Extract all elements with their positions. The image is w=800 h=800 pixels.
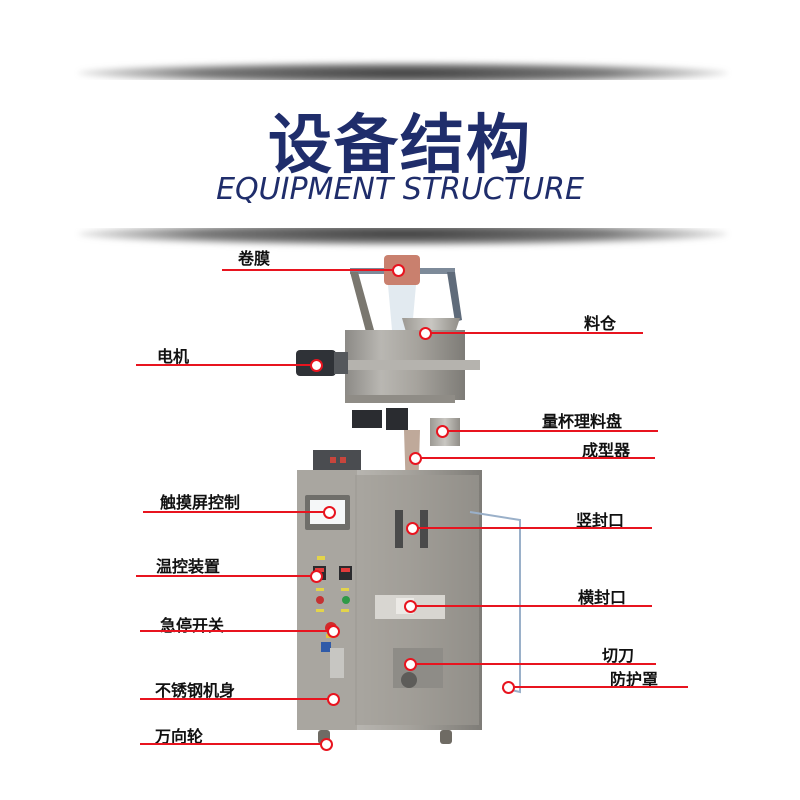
- callout-label-touchscreen: 触摸屏控制: [160, 493, 241, 512]
- callout-label-motor: 电机: [157, 347, 190, 366]
- title-banner: 设备结构 EQUIPMENT STRUCTURE: [62, 80, 738, 228]
- callout-dot-caster-wheel: [320, 738, 333, 751]
- callout-label-caster-wheel: 万向轮: [155, 727, 204, 746]
- callout-line-touchscreen: [143, 511, 328, 513]
- callout-dot-touchscreen: [323, 506, 336, 519]
- callout-line-cutter: [410, 663, 656, 665]
- callout-label-emergency-stop: 急停开关: [160, 616, 225, 635]
- callout-dot-film-roll: [392, 264, 405, 277]
- callout-dot-emergency-stop: [327, 625, 340, 638]
- callout-line-temperature-control: [136, 575, 314, 577]
- callout-line-film-roll: [222, 269, 398, 271]
- callout-dot-stainless-body: [327, 693, 340, 706]
- callout-label-former: 成型器: [582, 441, 631, 460]
- callout-line-hopper: [425, 332, 643, 334]
- callout-line-caster-wheel: [140, 743, 326, 745]
- callout-line-former: [415, 457, 655, 459]
- callout-label-vertical-seal: 竖封口: [576, 511, 625, 530]
- callout-line-motor: [136, 364, 316, 366]
- callout-label-protective-cover: 防护罩: [610, 670, 659, 689]
- callout-dot-cutter: [404, 658, 417, 671]
- callout-label-temperature-control: 温控装置: [156, 557, 221, 576]
- callout-label-horizontal-seal: 横封口: [578, 588, 627, 607]
- callout-label-film-roll: 卷膜: [238, 249, 271, 268]
- page-title: 设备结构: [268, 109, 532, 183]
- callout-line-stainless-body: [140, 698, 332, 700]
- callout-line-vertical-seal: [412, 527, 652, 529]
- callout-dot-motor: [310, 359, 323, 372]
- callout-line-protective-cover: [510, 686, 688, 688]
- callout-dot-former: [409, 452, 422, 465]
- page-subtitle: EQUIPMENT STRUCTURE: [216, 172, 584, 207]
- callout-dot-temperature-control: [310, 570, 323, 583]
- callout-line-emergency-stop: [140, 630, 332, 632]
- callout-label-stainless-body: 不锈钢机身: [155, 681, 236, 700]
- callout-label-hopper: 料仓: [584, 314, 617, 333]
- callout-label-measuring-cup: 量杯理料盘: [542, 412, 623, 431]
- callout-dot-vertical-seal: [406, 522, 419, 535]
- callout-line-measuring-cup: [442, 430, 658, 432]
- callout-dot-protective-cover: [502, 681, 515, 694]
- callout-dot-hopper: [419, 327, 432, 340]
- callout-dot-horizontal-seal: [404, 600, 417, 613]
- callout-dot-measuring-cup: [436, 425, 449, 438]
- banner-shadow-top: [78, 62, 728, 84]
- callout-label-cutter: 切刀: [602, 646, 635, 665]
- callout-line-horizontal-seal: [410, 605, 652, 607]
